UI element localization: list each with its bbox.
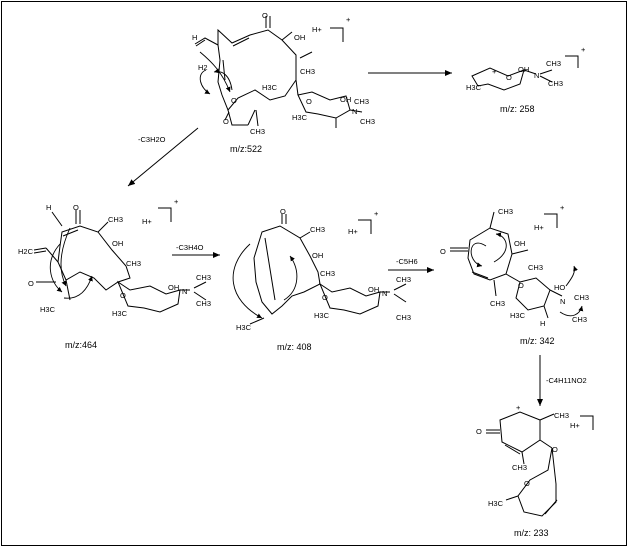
compound-233: O + CH3 CH3 O O H3C H+ m/z: 233 — [476, 403, 594, 538]
atom-label: H3C — [488, 499, 504, 508]
atom-label: N — [182, 287, 187, 296]
loss-label: -C3H2O — [138, 135, 166, 144]
atom-label: O — [306, 97, 312, 106]
proton-label: H+ — [570, 421, 580, 430]
atom-label: O — [518, 281, 524, 290]
compound-408: O CH3 OH CH3 O OH N CH3 CH3 H3C H3C H+ +… — [232, 207, 411, 352]
mz-label-233: m/z: 233 — [514, 528, 549, 538]
atom-label: CH3 — [396, 275, 411, 284]
atom-label: HO — [554, 283, 565, 292]
mz-label-522: m/z:522 — [230, 144, 262, 154]
atom-label: O — [28, 279, 34, 288]
compound-464: O H H2C O CH3 OH CH3 O OH N CH3 CH3 H3C … — [18, 197, 211, 350]
atom-label: CH3 — [300, 67, 315, 76]
loss-label: -C4H11NO2 — [546, 376, 587, 385]
atom-label: O — [476, 427, 482, 436]
atom-label: CH3 — [528, 263, 543, 272]
atom-label: O — [506, 73, 512, 82]
compound-258: + O OH N CH3 CH3 H3C + m/z: 258 — [466, 45, 586, 114]
atom-label: O — [524, 479, 530, 488]
atom-label: N — [534, 71, 539, 80]
atom-label: CH3 — [196, 299, 211, 308]
atom-label: CH3 — [574, 293, 589, 302]
atom-label: H3C — [236, 323, 252, 332]
atom-label: O — [120, 291, 126, 300]
atom-label: CH3 — [548, 79, 563, 88]
atom-label: H — [540, 319, 545, 328]
atom-label: CH3 — [250, 127, 265, 136]
compound-342: O CH3 OH CH3 O HO N CH3 CH3 H H3C CH3 H+… — [440, 203, 589, 346]
atom-label: O — [262, 11, 268, 20]
mz-label-408: m/z: 408 — [277, 342, 312, 352]
atom-label: H3C — [262, 83, 278, 92]
atom-label: OH — [168, 283, 179, 292]
atom-label: OH — [312, 251, 323, 260]
atom-label: OH — [294, 33, 305, 42]
atom-label: OH — [514, 239, 525, 248]
atom-label: O — [440, 247, 446, 256]
atom-label: CH3 — [572, 315, 587, 324]
proton-label: H+ — [534, 223, 544, 232]
compound-522: O OH CH3 H3C H H2 O O O OH N CH3 CH3 H3C… — [192, 11, 375, 154]
charge-label: + — [560, 203, 565, 212]
loss-label: -C3H4O — [176, 243, 204, 252]
atom-label: H — [192, 33, 197, 42]
atom-label: O — [552, 445, 558, 454]
atom-label: OH — [518, 65, 529, 74]
atom-label: H3C — [510, 311, 526, 320]
atom-label: CH3 — [512, 463, 527, 472]
atom-label: O — [223, 117, 229, 126]
atom-label: CH3 — [360, 117, 375, 126]
charge-label: + — [374, 209, 379, 218]
mz-label-464: m/z:464 — [65, 340, 97, 350]
reaction-arrow — [127, 127, 199, 187]
charge-label: + — [346, 15, 351, 24]
atom-label: H3C — [314, 311, 330, 320]
atom-label: CH3 — [354, 97, 369, 106]
atom-label: + — [492, 67, 497, 76]
atom-label: H2 — [198, 63, 208, 72]
loss-label: -C5H6 — [396, 257, 418, 266]
atom-label: O — [280, 207, 286, 216]
atom-label: O — [322, 293, 328, 302]
atom-label: H2C — [18, 247, 34, 256]
proton-label: H+ — [142, 217, 152, 226]
mz-label-258: m/z: 258 — [500, 104, 535, 114]
atom-label: H — [46, 203, 51, 212]
atom-label: + — [516, 403, 521, 412]
atom-label: CH3 — [554, 411, 569, 420]
atom-label: H3C — [40, 305, 56, 314]
proton-label: H+ — [312, 25, 322, 34]
charge-label: + — [581, 45, 586, 54]
atom-label: H3C — [466, 83, 482, 92]
atom-label: H3C — [292, 113, 308, 122]
atom-label: OH — [368, 285, 379, 294]
proton-label: H+ — [348, 227, 358, 236]
atom-label: CH3 — [196, 273, 211, 282]
atom-label: CH3 — [310, 225, 325, 234]
atom-label: CH3 — [498, 207, 513, 216]
atom-label: OH — [340, 95, 351, 104]
atom-label: CH3 — [490, 299, 505, 308]
atom-label: O — [231, 96, 237, 105]
atom-label: N — [382, 289, 387, 298]
atom-label: CH3 — [126, 259, 141, 268]
mz-label-342: m/z: 342 — [520, 336, 555, 346]
atom-label: CH3 — [320, 269, 335, 278]
atom-label: N — [352, 107, 357, 116]
atom-label: CH3 — [546, 59, 561, 68]
atom-label: H3C — [112, 309, 128, 318]
atom-label: O — [73, 203, 79, 212]
atom-label: N — [560, 297, 565, 306]
atom-label: CH3 — [396, 313, 411, 322]
atom-label: CH3 — [108, 215, 123, 224]
atom-label: OH — [112, 239, 123, 248]
charge-label: + — [174, 197, 179, 206]
